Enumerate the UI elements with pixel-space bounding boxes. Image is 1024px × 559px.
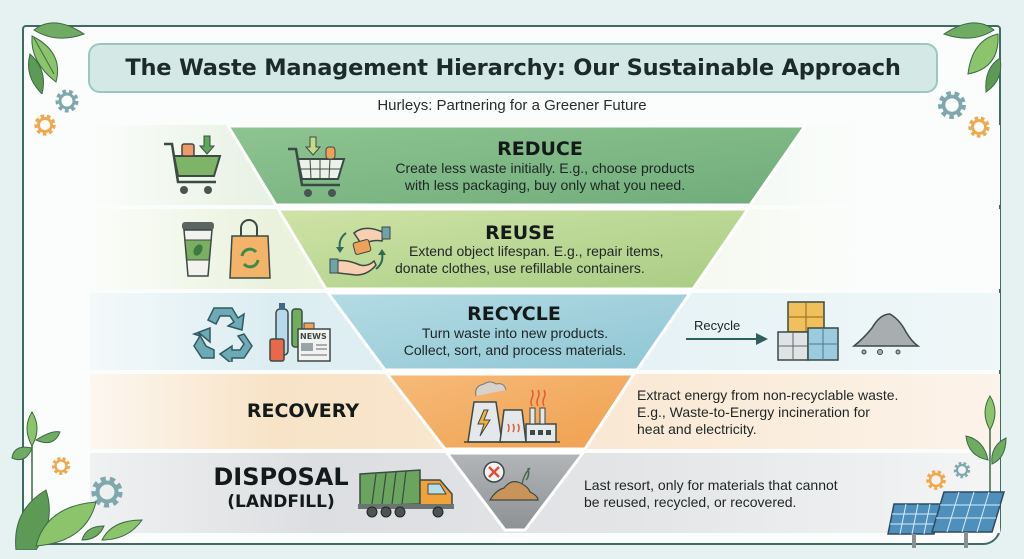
shopping-cart-icon — [164, 135, 222, 194]
recycled-bales-icon — [777, 301, 839, 361]
bottles-newspaper-icon: NEWS — [269, 303, 331, 362]
shopping-cart-icon — [288, 136, 346, 197]
tier-reduce-shape — [226, 124, 807, 207]
gear-icon — [34, 114, 56, 136]
tier-reduce-desc: Create less waste initially. E.g., choos… — [395, 160, 695, 193]
page-title: The Waste Management Hierarchy: Our Sust… — [125, 55, 901, 81]
tier-recycle-desc: Turn waste into new products. Collect, s… — [403, 325, 627, 358]
coffee-cup-icon — [182, 222, 214, 277]
gear-icon — [926, 470, 946, 490]
svg-text:NEWS: NEWS — [300, 332, 327, 341]
gear-icon — [953, 461, 971, 479]
tier-reuse-desc: Extend object lifespan. E.g., repair ite… — [395, 243, 664, 276]
gear-icon — [91, 476, 123, 508]
gravel-pile-icon — [851, 313, 920, 355]
recycle-arrows-icon — [192, 307, 253, 362]
leaf-icon — [28, 22, 86, 94]
tier-recycle-title: RECYCLE — [467, 303, 561, 325]
recycle-arrow-icon — [686, 333, 768, 345]
sprout-icon — [11, 411, 143, 550]
recycle-arrow-label: Recycle — [694, 318, 741, 333]
gear-icon — [51, 456, 71, 476]
tier-reuse-title: REUSE — [485, 222, 555, 244]
tier-disposal-title: DISPOSAL (LANDFILL) — [213, 463, 349, 512]
tier-reuse-shape — [276, 207, 750, 291]
tier-recovery-desc: Extract energy from non-recyclable waste… — [637, 387, 899, 437]
tier-recovery-title: RECOVERY — [246, 400, 360, 422]
hands-exchange-icon — [329, 226, 391, 276]
gear-icon — [968, 116, 990, 138]
garbage-truck-icon — [358, 469, 454, 518]
page-subtitle: Hurleys: Partnering for a Greener Future — [377, 97, 647, 114]
gear-icon — [938, 91, 966, 119]
shopping-bag-icon — [229, 219, 271, 279]
landfill-icon — [483, 461, 539, 501]
tier-disposal-desc: Last resort, only for materials that can… — [584, 477, 838, 510]
solar-panel-icon — [887, 503, 943, 548]
tier-recycle-shape — [326, 291, 692, 372]
gear-icon — [55, 89, 79, 113]
power-plant-icon — [464, 381, 560, 443]
title-banner: The Waste Management Hierarchy: Our Sust… — [88, 43, 938, 93]
sprout-icon — [965, 395, 1007, 500]
tier-reduce-title: REDUCE — [497, 138, 583, 160]
leaf-icon — [942, 22, 1002, 93]
solar-panel-icon — [930, 491, 1006, 548]
